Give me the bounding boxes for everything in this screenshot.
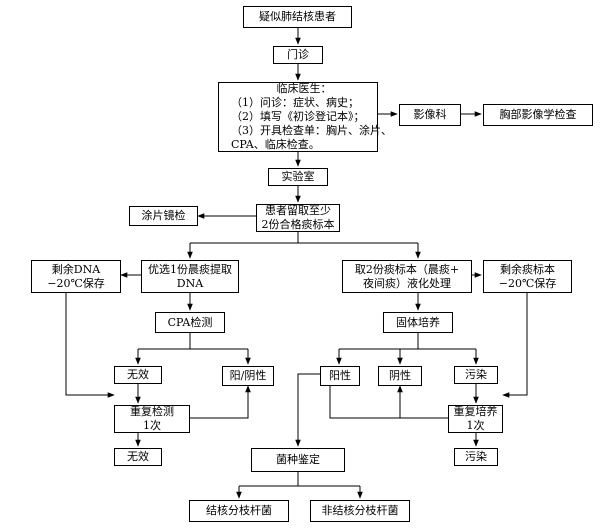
node-text: （3）开具检查单：胸片、涂片、 — [231, 124, 392, 137]
node-text: 无效 — [127, 368, 149, 381]
node-text: −20℃保存 — [498, 276, 557, 290]
node-text: 阳性 — [329, 369, 351, 382]
node-text: 实验室 — [281, 170, 315, 183]
node-reculture: 重复培养 1次 — [448, 405, 503, 433]
node-text: 胸部影像学检查 — [499, 108, 577, 121]
node-text: −20℃保存 — [47, 276, 105, 290]
line-species-split — [239, 472, 360, 487]
node-text: 剩余DNA — [51, 262, 101, 276]
node-positive: 阳性 — [320, 366, 360, 386]
node-title: 临床医生： — [276, 82, 332, 95]
node-solid-culture: 固体培养 — [383, 312, 453, 333]
node-smear-microscopy: 涂片镜检 — [129, 206, 198, 226]
node-outpatient: 门诊 — [273, 46, 323, 64]
node-cpa-test: CPA检测 — [155, 312, 225, 333]
node-text: 污染 — [465, 368, 487, 381]
arrow-retest-to-posneg — [190, 385, 251, 419]
node-text: 阳/阴性 — [229, 369, 267, 382]
node-text: 剩余痰标本 — [500, 262, 555, 276]
node-text: 污染 — [465, 450, 487, 463]
line-cpa-split — [138, 333, 248, 350]
node-text: 阴性 — [389, 369, 411, 382]
arrow-remaining-sputum-to-reculture — [502, 293, 528, 398]
node-text: 1次 — [143, 419, 161, 432]
node-text: 重复检测 — [130, 405, 174, 418]
node-text: 影像科 — [413, 108, 447, 121]
node-retest: 重复检测 1次 — [114, 405, 190, 433]
node-text: （2）填写《初诊登记本》； — [231, 110, 365, 123]
node-remaining-dna: 剩余DNA −20℃保存 — [31, 260, 121, 293]
line-sputum-split — [190, 232, 418, 244]
node-text: 优选1份晨痰提取 — [148, 262, 232, 276]
node-invalid-2: 无效 — [114, 448, 162, 466]
node-text: 固体培养 — [396, 315, 440, 329]
node-mtb: 结核分枝杆菌 — [189, 500, 289, 522]
node-laboratory: 实验室 — [268, 168, 328, 186]
node-text: 患者留取至少 — [265, 204, 331, 217]
node-invalid-1: 无效 — [114, 366, 162, 384]
node-species-id: 菌种鉴定 — [251, 448, 345, 472]
node-text: 疑似肺结核患者 — [259, 10, 336, 23]
node-text: 门诊 — [287, 48, 309, 61]
line-culture-split — [339, 333, 476, 350]
node-text: 无效 — [127, 450, 149, 463]
node-contaminated-2: 污染 — [454, 448, 498, 466]
node-text: 结核分枝杆菌 — [206, 504, 272, 517]
node-liquefaction: 取2份痰标本（晨痰+ 夜间痰）液化处理 — [342, 260, 472, 293]
node-text: 1次 — [466, 419, 485, 432]
node-sputum-collection: 患者留取至少 2份合格痰标本 — [256, 204, 340, 232]
node-text: 菌种鉴定 — [276, 453, 320, 466]
node-text: 非结核分枝杆菌 — [321, 504, 399, 517]
node-text: 取2份痰标本（晨痰+ — [354, 262, 460, 276]
node-suspected-patient: 疑似肺结核患者 — [243, 6, 352, 28]
node-ntm: 非结核分枝杆菌 — [310, 500, 410, 522]
node-chest-imaging: 胸部影像学检查 — [483, 104, 593, 126]
node-clinician: 临床医生： （1）问诊：症状、病史； （2）填写《初诊登记本》； （3）开具检查… — [218, 82, 392, 152]
node-text: 2份合格痰标本 — [261, 218, 335, 231]
node-text: CPA、临床检查。 — [231, 138, 320, 151]
node-text: DNA — [176, 276, 204, 290]
arrow-positive-to-species — [295, 373, 320, 447]
node-remaining-sputum: 剩余痰标本 −20℃保存 — [483, 260, 572, 293]
node-extract-dna: 优选1份晨痰提取 DNA — [141, 260, 239, 293]
node-text: 涂片镜检 — [141, 209, 186, 222]
node-text: 夜间痰）液化处理 — [363, 276, 451, 290]
node-text: 重复培养 — [453, 405, 498, 418]
node-pos-neg-cpa: 阳/阴性 — [222, 366, 274, 386]
arrow-reculture-to-positive-negative — [329, 386, 448, 419]
node-text: （1）问诊：症状、病史； — [231, 96, 359, 109]
arrow-remaining-dna-to-retest — [65, 293, 115, 398]
node-radiology: 影像科 — [399, 104, 461, 126]
node-text: CPA检测 — [167, 315, 213, 329]
node-contaminated-1: 污染 — [454, 366, 498, 384]
node-negative: 阴性 — [378, 366, 422, 386]
